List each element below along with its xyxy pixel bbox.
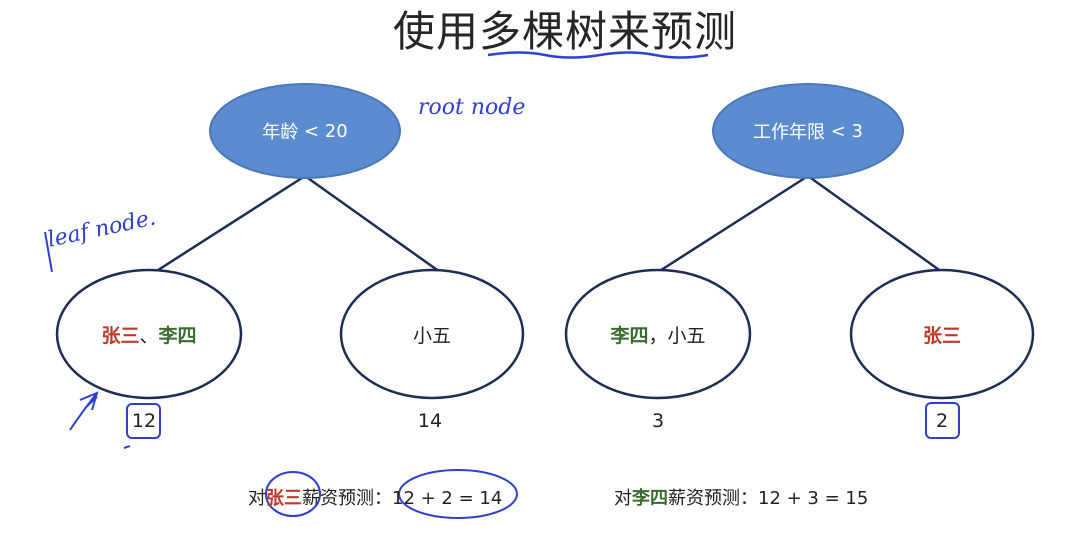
tree2-left-value: 3 <box>651 410 665 432</box>
root-node-annotation: root node <box>418 95 526 120</box>
prediction-lisi: 对李四薪资预测：12 + 3 = 15 <box>614 484 868 510</box>
prediction-formula: 12 + 3 = 15 <box>758 488 869 509</box>
tree1-right-value: 14 <box>417 410 443 432</box>
prediction-formula: 12 + 2 = 14 <box>392 488 503 509</box>
leaf-separator: ， <box>648 324 668 347</box>
prediction-suffix: 薪资预测： <box>302 488 392 509</box>
value-12-tick <box>123 445 131 449</box>
tree1-root-node <box>209 83 401 179</box>
tree2-left-leaf-label: 李四 ， 小五 <box>566 312 750 356</box>
prediction-prefix: 对 <box>614 488 632 509</box>
leaf-name-xiaowu: 小五 <box>667 324 706 347</box>
tree1-right-leaf-label: 小五 <box>341 312 523 356</box>
prediction-prefix: 对 <box>248 488 266 509</box>
tree2-root-label: 工作年限 < 3 <box>713 110 903 152</box>
tree1-left-leaf-label: 张三 、 李四 <box>57 312 241 356</box>
leaf-name-lisi: 李四 <box>610 324 649 347</box>
leaf-name-zhangsan: 张三 <box>922 324 961 347</box>
tree2-edge-right <box>807 174 943 274</box>
page-title: 使用多棵树来预测 <box>392 7 737 56</box>
value-2-box <box>925 402 960 439</box>
tree2-left-leaf <box>564 268 752 400</box>
tree1-edge-left <box>154 174 306 274</box>
tree2-right-leaf <box>849 268 1035 400</box>
value-12-box <box>126 403 161 439</box>
formula-circle <box>398 469 518 519</box>
prediction-suffix: 薪资预测： <box>668 488 758 509</box>
tree1-edge-right <box>304 174 441 274</box>
name-circle <box>265 471 321 517</box>
prediction-zhangsan: 对张三薪资预测：12 + 2 = 14 <box>248 484 502 510</box>
tree2-root-condition: < 3 <box>830 120 863 142</box>
leaf-name-xiaowu: 小五 <box>412 324 451 347</box>
title-underline <box>487 51 709 59</box>
leaf-name-lisi: 李四 <box>158 324 197 347</box>
prediction-name: 张三 <box>266 488 302 509</box>
prediction-name: 李四 <box>632 488 668 509</box>
tree2-root-feature: 工作年限 <box>753 122 825 143</box>
leaf-name-zhangsan: 张三 <box>101 324 140 347</box>
tree1-right-leaf <box>339 268 525 400</box>
leaf-pointer <box>44 231 53 273</box>
tree2-edge-left <box>657 174 809 274</box>
tree1-left-leaf <box>55 268 243 400</box>
tree2-right-value: 2 <box>935 410 949 432</box>
tree1-left-value: 12 <box>131 410 157 432</box>
arrow-to-leaf <box>69 391 99 431</box>
tree2-right-leaf-label: 张三 <box>851 312 1033 356</box>
tree2-root-node <box>712 83 904 179</box>
tree1-root-condition: < 20 <box>304 120 348 142</box>
leaf-separator: 、 <box>139 324 159 347</box>
tree1-root-label: 年龄 < 20 <box>210 110 400 152</box>
tree1-root-feature: 年龄 <box>262 122 299 143</box>
